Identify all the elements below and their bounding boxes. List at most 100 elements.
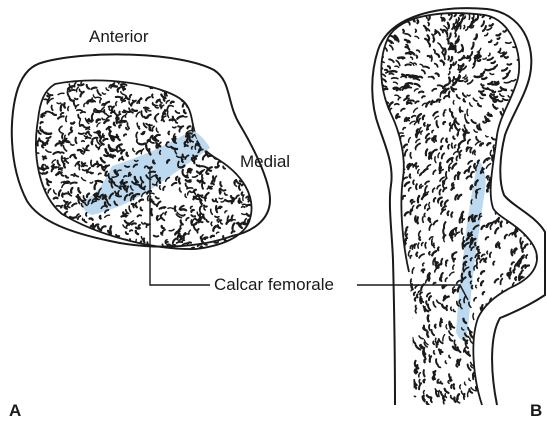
trabecula-stroke: [512, 80, 516, 81]
trabecula-stroke: [63, 218, 67, 223]
trabecula-stroke: [541, 371, 545, 375]
trabecula-stroke: [418, 170, 419, 174]
trabecula-stroke: [222, 95, 226, 98]
trabecula-stroke: [56, 143, 60, 145]
trabecula-stroke: [395, 66, 399, 67]
trabecula-stroke: [531, 276, 532, 280]
trabecula-stroke: [133, 148, 135, 151]
trabecula-stroke: [505, 235, 507, 239]
trabecula-stroke: [512, 262, 514, 264]
trabecula-stroke: [401, 136, 404, 137]
trabecula-stroke: [462, 45, 463, 51]
trabecula-stroke: [379, 83, 384, 85]
trabecula-stroke: [215, 91, 219, 96]
trabecula-stroke: [534, 237, 535, 241]
trabecula-stroke: [490, 253, 491, 258]
trabecula-stroke: [533, 171, 536, 173]
trabecula-stroke: [54, 198, 58, 199]
trabecula-stroke: [506, 187, 507, 191]
trabecula-stroke: [91, 160, 92, 166]
trabecula-stroke: [496, 183, 497, 188]
trabecula-stroke: [475, 35, 477, 40]
trabecula-stroke: [383, 130, 387, 133]
trabecula-stroke: [428, 208, 430, 210]
trabecula-stroke: [177, 116, 183, 119]
trabecula-stroke: [107, 71, 111, 72]
trabecula-stroke: [33, 116, 38, 119]
trabecula-stroke: [491, 84, 496, 85]
trabecula-stroke: [97, 119, 100, 120]
trabecula-stroke: [530, 42, 533, 43]
trabecula-stroke: [171, 102, 174, 103]
trabecula-stroke: [412, 116, 416, 118]
trabecula-stroke: [524, 108, 530, 111]
trabecula-stroke: [42, 250, 46, 254]
trabecula-stroke: [411, 100, 415, 101]
trabecula-stroke: [460, 109, 463, 112]
trabecula-stroke: [423, 391, 424, 394]
trabecula-stroke: [48, 214, 49, 220]
trabecula-stroke: [537, 282, 540, 286]
trabecula-stroke: [234, 120, 237, 122]
trabecula-stroke: [483, 58, 486, 59]
trabecula-stroke: [239, 186, 240, 190]
trabecula-stroke: [489, 394, 490, 399]
trabecula-stroke: [34, 163, 35, 166]
trabecula-stroke: [476, 285, 477, 288]
trabecula-stroke: [189, 75, 190, 79]
trabecula-stroke: [511, 173, 512, 179]
trabecula-stroke: [178, 75, 179, 79]
trabecula-stroke: [439, 100, 440, 102]
trabecula-stroke: [388, 66, 390, 68]
trabecula-stroke: [90, 75, 93, 77]
trabecula-stroke: [406, 47, 410, 50]
trabecula-stroke: [538, 307, 539, 310]
trabecula-stroke: [537, 73, 542, 77]
trabecula-stroke: [217, 232, 219, 233]
trabecula-stroke: [467, 95, 470, 96]
trabecula-stroke: [532, 386, 533, 390]
trabecula-stroke: [244, 235, 249, 238]
trabecula-stroke: [455, 345, 456, 348]
trabecula-stroke: [536, 244, 539, 248]
trabecula-stroke: [374, 35, 376, 40]
trabecula-stroke: [426, 134, 429, 138]
trabecula-stroke: [486, 237, 489, 239]
trabecula-stroke: [397, 338, 398, 341]
trabecula-stroke: [409, 329, 410, 332]
trabecula-stroke: [383, 32, 387, 35]
trabecula-stroke: [250, 86, 254, 90]
trabecula-stroke: [482, 333, 484, 339]
trabecula-stroke: [405, 34, 410, 36]
trabecula-stroke: [448, 33, 450, 39]
trabecula-stroke: [58, 161, 60, 166]
trabecula-stroke: [403, 128, 405, 130]
trabecula-stroke: [45, 246, 49, 248]
trabecula-stroke: [409, 289, 413, 293]
trabecula-stroke: [396, 347, 398, 351]
trabecula-stroke: [489, 40, 492, 42]
trabecula-stroke: [94, 131, 98, 132]
trabecula-stroke: [405, 64, 411, 65]
trabecula-stroke: [238, 72, 241, 76]
trabecula-stroke: [227, 99, 228, 104]
trabecula-stroke: [434, 50, 435, 53]
trabecula-stroke: [390, 45, 393, 49]
trabecula-stroke: [160, 208, 165, 209]
trabecula-stroke: [72, 204, 77, 207]
trabecula-stroke: [444, 296, 445, 299]
trabecula-stroke: [213, 226, 215, 231]
trabecula-stroke: [504, 82, 510, 83]
trabecula-stroke: [233, 223, 235, 229]
trabecula-stroke: [172, 183, 177, 185]
trabecula-stroke: [59, 130, 63, 134]
trabecula-stroke: [217, 147, 218, 150]
trabecula-stroke: [543, 133, 546, 136]
trabecula-stroke: [96, 72, 98, 75]
trabecula-stroke: [519, 336, 522, 340]
trabecula-stroke: [246, 100, 252, 101]
trabecula-stroke: [249, 237, 255, 239]
trabecula-stroke: [121, 245, 123, 249]
trabecula-stroke: [526, 255, 527, 258]
trabecula-stroke: [427, 395, 431, 397]
